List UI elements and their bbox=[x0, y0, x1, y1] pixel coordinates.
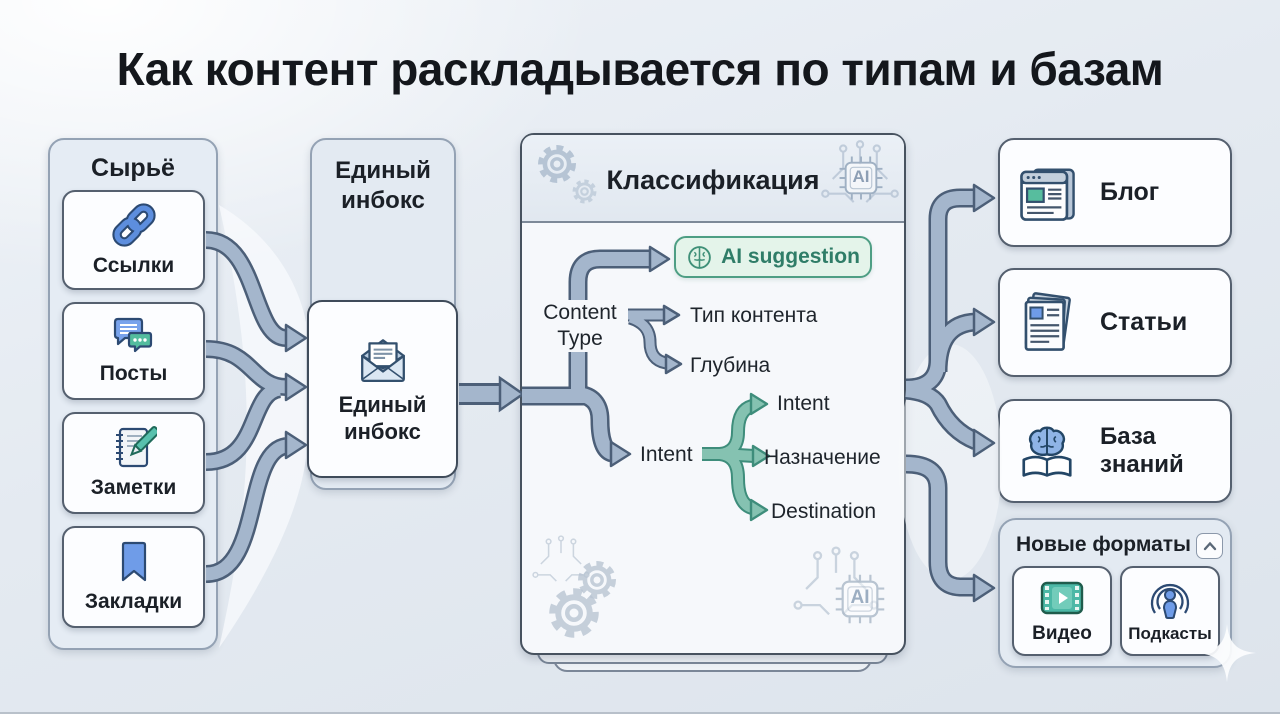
output-card-knowledge-base: База знаний bbox=[998, 399, 1232, 503]
bottom-edge-line bbox=[0, 712, 1280, 714]
output-card-label: База знаний bbox=[1100, 423, 1184, 478]
arrow-inbox-to-classification bbox=[459, 375, 526, 413]
source-card-links: Ссылки bbox=[62, 190, 205, 290]
classification-header: AI Классификация bbox=[522, 135, 904, 223]
output-card-blog: Блог bbox=[998, 138, 1232, 247]
classification-title: Классификация bbox=[606, 165, 820, 195]
source-card-label: Закладки bbox=[84, 590, 183, 613]
format-card-label: Видео bbox=[1032, 623, 1092, 644]
source-card-bookmarks: Закладки bbox=[62, 526, 205, 628]
gear-icon bbox=[544, 583, 604, 643]
source-card-notes: Заметки bbox=[62, 412, 205, 514]
output-card-label: Статьи bbox=[1100, 308, 1188, 336]
new-formats-title: Новые форматы bbox=[1016, 533, 1191, 556]
format-card-label: Подкасты bbox=[1128, 623, 1212, 643]
inbox-card: Единый инбокс bbox=[307, 300, 458, 478]
funnel-shape bbox=[219, 205, 306, 648]
source-card-label: Ссылки bbox=[92, 254, 175, 277]
inbox-panel-title: Единый инбокс bbox=[335, 157, 431, 214]
chevron-up-icon[interactable] bbox=[1196, 533, 1223, 559]
bookmark-icon bbox=[112, 540, 156, 584]
stacked-articles-icon bbox=[1016, 291, 1078, 354]
output-card-articles: Статьи bbox=[998, 268, 1232, 377]
source-card-label: Посты bbox=[99, 362, 168, 385]
link-icon bbox=[111, 202, 157, 248]
browser-blog-icon bbox=[1016, 162, 1078, 224]
funnel-shape bbox=[898, 344, 1002, 580]
book-brain-icon bbox=[1016, 422, 1078, 480]
ai-chip-label: AI bbox=[852, 167, 870, 186]
format-card-podcasts: Подкасты bbox=[1120, 566, 1220, 656]
source-card-posts: Посты bbox=[62, 302, 205, 400]
format-card-video: Видео bbox=[1012, 566, 1112, 656]
notebook-pencil-icon bbox=[111, 426, 157, 470]
output-card-label: Блог bbox=[1100, 178, 1160, 206]
inbox-card-label: Единый инбокс bbox=[338, 392, 427, 444]
video-icon bbox=[1039, 577, 1085, 619]
source-card-label: Заметки bbox=[90, 476, 177, 499]
arrows-sources-to-inbox bbox=[204, 231, 308, 583]
chat-bubbles-icon bbox=[111, 316, 157, 356]
ai-chip-label: AI bbox=[850, 587, 870, 608]
arrows-classification-to-outputs bbox=[904, 183, 996, 603]
page-title: Как контент раскладывается по типам и ба… bbox=[116, 43, 1164, 95]
classification-panel: AI Классификация AI bbox=[520, 133, 906, 655]
sources-panel-title: Сырьё bbox=[91, 154, 175, 182]
envelope-open-icon bbox=[353, 333, 413, 385]
podcast-icon bbox=[1148, 579, 1192, 621]
